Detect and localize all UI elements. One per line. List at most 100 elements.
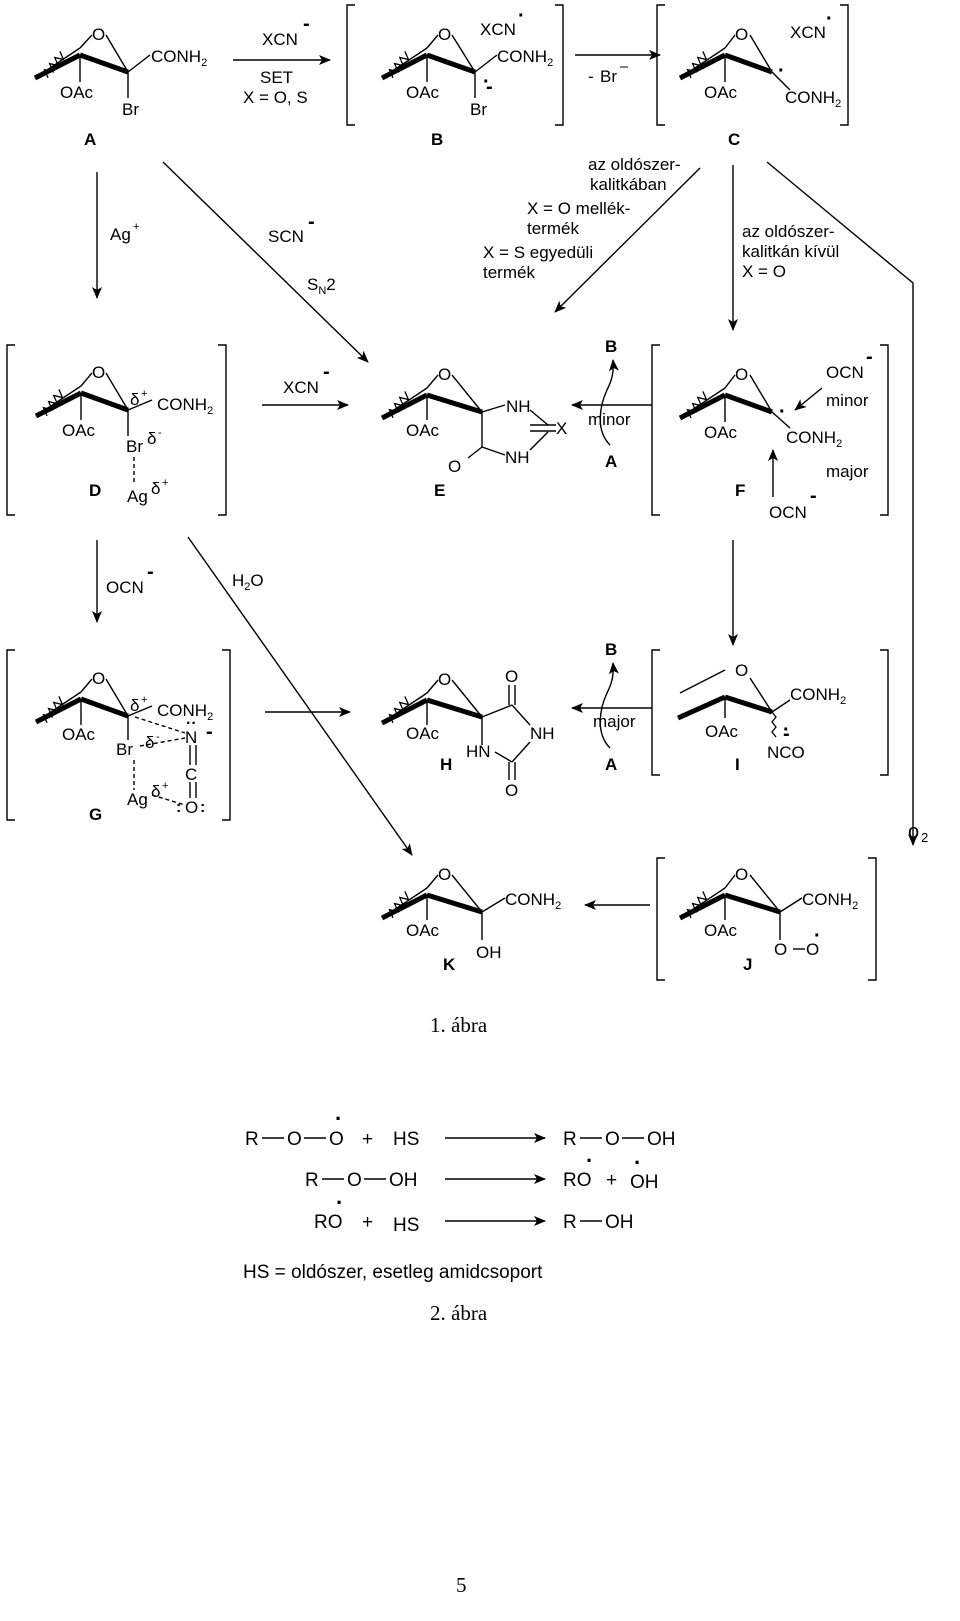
svg-text:termék: termék [483, 263, 535, 282]
conh2: CONH2 [151, 47, 207, 69]
svg-text:R: R [563, 1212, 577, 1233]
svg-text:SCN: SCN [268, 227, 304, 246]
structure-f: O · OAc CONH2 OCN - minor major OCN - F [651, 344, 889, 522]
svg-text:+: + [362, 1129, 373, 1150]
svg-text:O: O [806, 940, 819, 959]
svg-text:A: A [605, 452, 617, 471]
svg-text:Ag: Ag [127, 487, 148, 506]
figure2-row2: R O OH RO · + OH · [305, 1148, 659, 1193]
svg-text::: : [176, 799, 181, 816]
svg-text:δ: δ [145, 733, 154, 752]
svg-text:δ: δ [151, 479, 160, 498]
svg-text:major: major [826, 462, 869, 481]
figure2-note: HS = oldószer, esetleg amidcsoport [243, 1262, 543, 1283]
svg-text:OH: OH [630, 1172, 659, 1193]
label-a: A [84, 130, 96, 149]
svg-text:minor: minor [826, 391, 869, 410]
svg-text:O: O [287, 1129, 302, 1150]
svg-text:OAc: OAc [62, 421, 96, 440]
svg-text:O: O [448, 457, 461, 476]
svg-text:OH: OH [605, 1212, 634, 1233]
svg-text:minor: minor [588, 410, 631, 429]
svg-text:A: A [605, 755, 617, 774]
svg-text:OH: OH [647, 1129, 676, 1150]
svg-text:+: + [162, 477, 168, 489]
svg-text:Br: Br [116, 740, 133, 759]
structure-c: O XCN · · OAc CONH2 C [656, 4, 849, 149]
x-os: X = O, S [243, 88, 308, 107]
conh2: CONH2 [802, 890, 858, 912]
arrow-c-to-e-cage: az oldószer- kalitkában X = O mellék- te… [483, 155, 701, 313]
svg-text:δ: δ [130, 390, 139, 409]
svg-text:+: + [162, 780, 168, 792]
label-j: J [743, 955, 752, 974]
svg-text:-: - [866, 346, 873, 368]
svg-text:Ag: Ag [127, 790, 148, 809]
svg-text:·: · [826, 8, 833, 30]
svg-text:kalitkában: kalitkában [590, 175, 667, 194]
set-label: SET [260, 68, 293, 87]
svg-text:OAc: OAc [62, 725, 96, 744]
figure2-caption: 2. ábra [430, 1301, 488, 1325]
svg-text:OCN: OCN [826, 363, 864, 382]
svg-text:O: O [505, 781, 518, 800]
svg-text:R: R [305, 1170, 319, 1191]
svg-text:·: · [814, 925, 821, 947]
svg-text:+: + [606, 1170, 617, 1191]
svg-text:O: O [92, 363, 105, 382]
label-c: C [728, 130, 740, 149]
svg-text:HN: HN [466, 742, 491, 761]
svg-text:HS: HS [393, 1215, 419, 1236]
svg-text:O: O [347, 1170, 362, 1191]
svg-text:O: O [438, 670, 451, 689]
svg-text:OCN: OCN [106, 578, 144, 597]
svg-text:-: - [810, 485, 817, 507]
svg-text:O: O [438, 365, 451, 384]
structure-h: O O NH OAc HN O H [380, 667, 555, 800]
svg-text:·: · [783, 719, 790, 741]
svg-text:·: · [518, 5, 525, 27]
arrow-b-to-c: - Br [575, 50, 661, 86]
arrow-c-to-j-o2: o 2 [766, 161, 928, 846]
arrow-a-to-e-sn2: SCN - SN2 [162, 161, 369, 363]
svg-text:R: R [563, 1129, 577, 1150]
structure-b: O XCN · CONH2 OAc - · Br B [346, 4, 564, 149]
svg-text:RO: RO [314, 1212, 343, 1233]
label-h: H [440, 755, 452, 774]
svg-text:OAc: OAc [406, 421, 440, 440]
arrow-i-to-h-major: B major A [571, 640, 652, 774]
svg-text:δ: δ [130, 696, 139, 715]
svg-text:NH: NH [506, 397, 531, 416]
ring-oxygen: O [92, 25, 105, 44]
svg-text:+: + [141, 388, 147, 400]
svg-text:OAc: OAc [704, 423, 738, 442]
figure2-row3: RO · + HS R OH [314, 1190, 634, 1236]
svg-text:O: O [505, 667, 518, 686]
svg-text:B: B [605, 337, 617, 356]
structure-a: O CONH2 OAc Br A [33, 25, 207, 149]
svg-text:·: · [483, 71, 490, 93]
svg-text:δ: δ [147, 429, 156, 448]
svg-text:-: - [147, 561, 154, 583]
svg-text:XCN: XCN [790, 23, 826, 42]
svg-text:O: O [735, 865, 748, 884]
arrow-c-to-f: az oldószer- kalitkán kívül X = O [728, 165, 839, 331]
label-g: G [89, 805, 102, 824]
svg-text:OAc: OAc [406, 83, 440, 102]
xcn: XCN [262, 30, 298, 49]
svg-text:·: · [634, 1150, 641, 1175]
svg-text:o: o [908, 821, 919, 843]
label-f: F [735, 481, 745, 500]
svg-text:Ag: Ag [110, 225, 131, 244]
svg-text:X = O: X = O [742, 262, 786, 281]
svg-text:OAc: OAc [406, 724, 440, 743]
svg-text:O: O [92, 669, 105, 688]
svg-text:··: ·· [186, 715, 197, 732]
svg-text:OAc: OAc [704, 921, 738, 940]
label-i: I [735, 755, 740, 774]
oac: OAc [60, 83, 94, 102]
svg-text:-: - [303, 13, 310, 35]
svg-text:RO: RO [563, 1170, 592, 1191]
svg-text:X: X [556, 419, 567, 438]
